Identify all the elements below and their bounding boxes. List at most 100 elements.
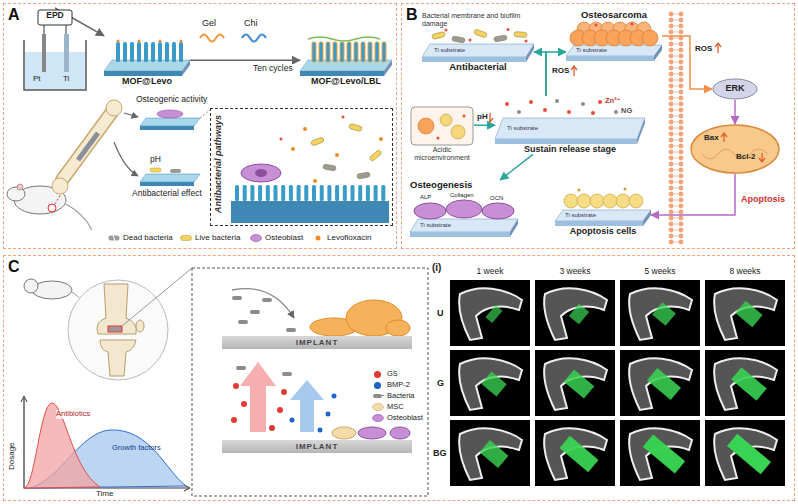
- node-text: Collagen: [450, 192, 474, 199]
- plate-drawing: [375, 42, 379, 62]
- panel-frame: BBacterial membrane and biofilm damageTi…: [401, 3, 795, 249]
- pathway-drawing: [374, 185, 378, 201]
- inset-c: [332, 427, 356, 439]
- cell-membrane: [679, 102, 684, 107]
- beaker-drawing: [20, 8, 90, 92]
- plate-drawing: [451, 125, 465, 139]
- inset-c: [386, 320, 410, 336]
- cell-membrane: [669, 102, 674, 107]
- legend-icon: [372, 403, 384, 411]
- plate-drawing: [354, 42, 358, 62]
- panel-letter: C: [8, 258, 20, 276]
- plate-drawing: [567, 110, 571, 114]
- plate-drawing: [410, 106, 474, 146]
- node-text: Ti substrate: [420, 222, 451, 229]
- node-text: OCN: [490, 195, 503, 202]
- plate-drawing: [117, 40, 120, 43]
- inset-c: [232, 296, 242, 300]
- cell-membrane: [673, 14, 679, 15]
- ellipse-shape: [759, 153, 765, 162]
- cell-membrane: [669, 24, 674, 29]
- cell-membrane: [673, 80, 679, 81]
- legend-item: Osteoblast: [250, 234, 303, 243]
- dosage-graph: [24, 398, 188, 488]
- inset-c: [318, 428, 323, 433]
- plate-drawing: [123, 42, 127, 62]
- cell-membrane: [673, 194, 679, 195]
- plate-drawing: [555, 221, 643, 226]
- beaker-drawing: [64, 34, 69, 72]
- node-text: Sustain release stage: [495, 144, 645, 154]
- cell-membrane: [669, 210, 674, 215]
- beaker-drawing: [44, 25, 66, 34]
- cell-membrane: [673, 188, 679, 189]
- plate-drawing: [566, 56, 654, 61]
- beaker-drawing: [24, 40, 86, 90]
- cell-membrane: [673, 98, 679, 99]
- knee: [68, 280, 168, 380]
- cell-membrane: [673, 50, 679, 51]
- cell-membrane: [679, 192, 684, 197]
- pathway-drawing: [369, 149, 382, 161]
- plate-drawing: [629, 194, 643, 208]
- cell-membrane: [679, 174, 684, 179]
- plate-drawing: [319, 42, 323, 62]
- pathway-drawing: [366, 185, 370, 201]
- legend-icon: [181, 236, 192, 241]
- legend-icon: [373, 415, 384, 422]
- plate-drawing: [130, 42, 134, 62]
- mouse-a: [48, 204, 56, 212]
- cell-membrane: [669, 126, 674, 131]
- erk-ellipse: ERK: [712, 78, 758, 100]
- legend-text: Bacteria: [387, 392, 415, 400]
- knee: [136, 320, 144, 332]
- plate-drawing: [555, 99, 559, 103]
- legend-icon: [372, 392, 384, 400]
- cell-membrane: [673, 152, 679, 153]
- beaker-drawing: [25, 52, 85, 89]
- legend-icon: [251, 235, 262, 242]
- pathway-drawing: [335, 185, 339, 201]
- plate-drawing: [474, 29, 488, 38]
- micro-ct-grid: [735, 301, 762, 327]
- pathway-drawing: [255, 169, 267, 177]
- node-text: Osteosarcoma: [566, 10, 662, 21]
- ellipse-shape: [721, 133, 727, 142]
- pathway-drawing: [303, 127, 307, 131]
- cell-membrane: [673, 86, 679, 87]
- micro-ct-grid: [620, 350, 700, 416]
- cell-membrane: [673, 140, 679, 141]
- plate-drawing: [598, 100, 602, 104]
- node-text: Pt: [33, 74, 41, 83]
- effect-arrows: [124, 113, 138, 117]
- plate-drawing: [347, 42, 351, 62]
- micro-ct-grid: [450, 280, 530, 346]
- cell-membrane: [679, 48, 684, 53]
- cell-membrane: [679, 150, 684, 155]
- cell-membrane: [679, 180, 684, 185]
- legend-item: Levofloxacin: [312, 234, 371, 243]
- label-text: Time: [96, 489, 113, 498]
- legend-item: BMP-2: [372, 381, 410, 389]
- inset-c: [233, 383, 239, 389]
- mouse-a: [66, 204, 92, 230]
- cell-membrane: [669, 192, 674, 197]
- plate-drawing: [510, 219, 518, 237]
- plate-drawing: [138, 40, 141, 43]
- plate-area: Ti substrate: [422, 28, 534, 62]
- legend-text: Dead bacteria: [123, 234, 173, 243]
- plate-drawing: [308, 37, 380, 41]
- effect-arrows: [114, 142, 138, 176]
- cell-membrane: [679, 90, 684, 95]
- plate-drawing: [566, 45, 662, 56]
- plate-drawing: [432, 31, 446, 39]
- label-text: Growth factors: [112, 444, 161, 453]
- pathway-drawing: [379, 137, 383, 141]
- micro-ct-grid: [569, 304, 589, 325]
- node-text: Bax: [704, 133, 719, 142]
- cell-membrane: [673, 26, 679, 27]
- legend-icon: [382, 395, 384, 396]
- cell-membrane: [673, 20, 679, 21]
- micro-ct-grid: [459, 288, 522, 340]
- pathway-drawing: [343, 185, 347, 201]
